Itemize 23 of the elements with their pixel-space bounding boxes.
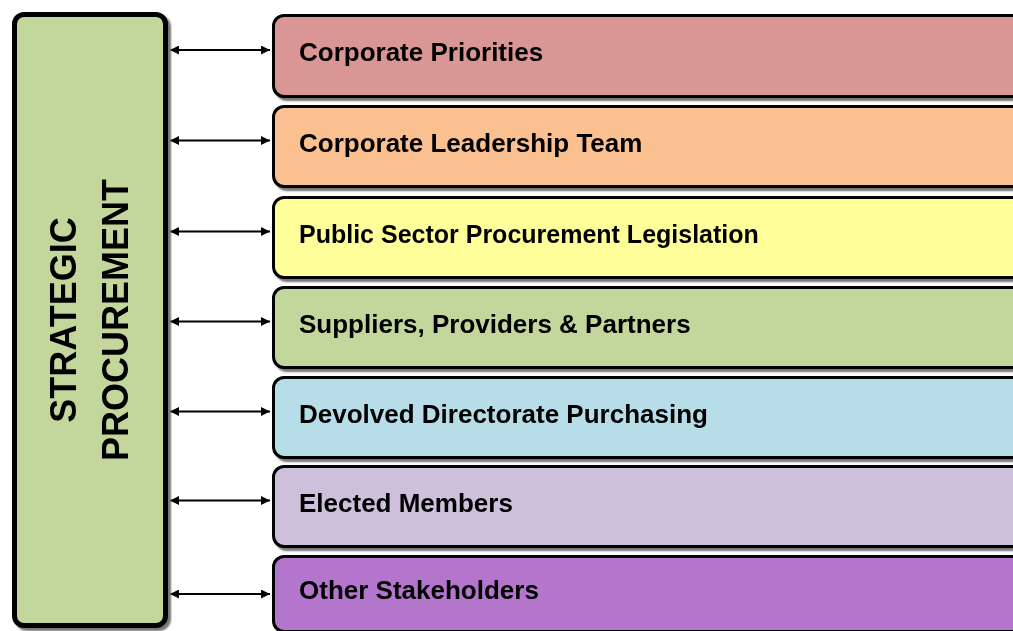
box-label: Other Stakeholders: [299, 574, 539, 606]
category-box: [12, 12, 168, 628]
double-arrow: [169, 317, 271, 326]
stakeholder-box: [272, 196, 1013, 279]
stakeholder-box: [272, 105, 1013, 188]
stakeholder-box: [272, 286, 1013, 369]
box-label: Elected Members: [299, 487, 513, 519]
box-label: Public Sector Procurement Legislation: [299, 219, 759, 249]
box-label: Suppliers, Providers & Partners: [299, 308, 691, 340]
box-label: Corporate Priorities: [299, 36, 544, 68]
double-arrow: [169, 496, 271, 505]
double-arrow: [169, 227, 271, 236]
box-label: Devolved Directorate Purchasing: [299, 398, 708, 430]
stakeholder-box: [272, 376, 1013, 459]
stakeholder-box: [272, 14, 1013, 98]
double-arrow: [169, 45, 271, 55]
stakeholder-box: [272, 555, 1013, 631]
box-label: Corporate Leadership Team: [299, 127, 643, 159]
stakeholder-box: [272, 465, 1013, 548]
double-arrow: [169, 589, 271, 599]
double-arrow: [169, 407, 271, 416]
vertical-title: STRATEGIC PROCUREMENT: [42, 178, 137, 463]
double-arrow: [169, 136, 271, 145]
